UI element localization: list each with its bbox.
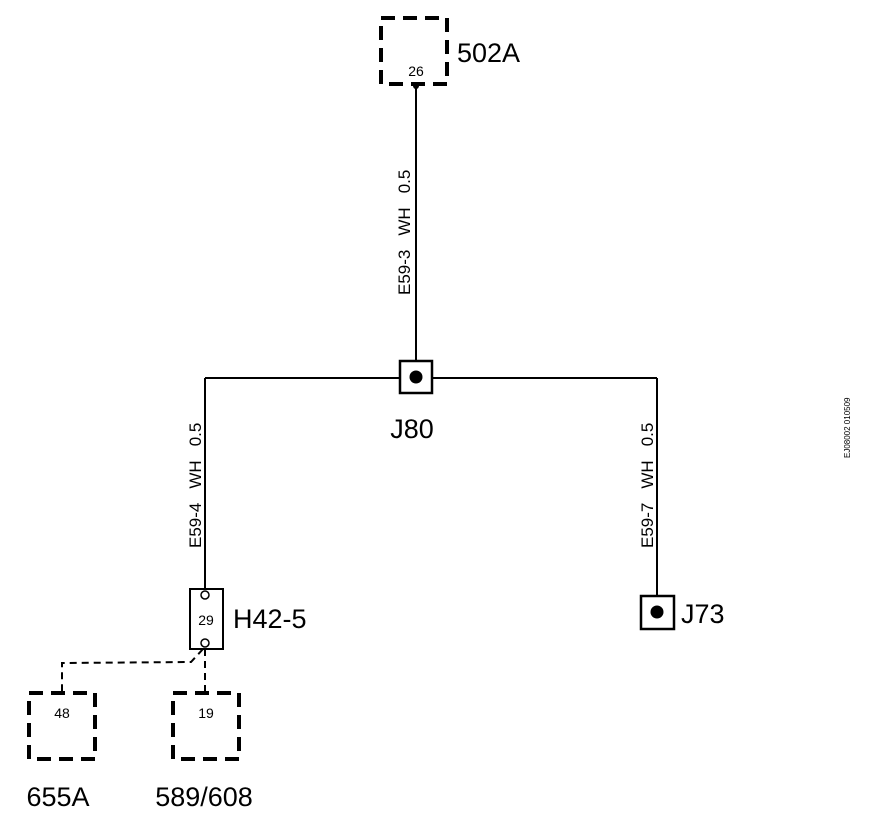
connector-589-608-label: 589/608 <box>155 782 253 812</box>
connector-h42-5-pin-bottom <box>200 638 210 648</box>
splice-j73-dot <box>650 605 664 619</box>
connector-655a-label: 655A <box>26 782 89 812</box>
splice-j80-label: J80 <box>390 414 434 444</box>
connector-655a-box <box>27 691 97 761</box>
connector-h42-5-label: H42-5 <box>233 604 307 634</box>
connector-502a-label: 502A <box>457 38 520 68</box>
splice-j73-box <box>639 594 676 631</box>
figure-code: EJ08002 010509 <box>843 397 852 458</box>
connector-589-608-box <box>171 691 241 761</box>
connector-502a[interactable]: 26 <box>379 16 449 89</box>
connector-589-608-pin: 19 <box>198 705 214 721</box>
splice-j73-label: J73 <box>681 599 725 629</box>
wire-e59-4-label: E59-4WH0.5 <box>186 423 205 548</box>
connector-655a[interactable]: 48 <box>27 691 97 761</box>
wire-e59-7-label: E59-7WH0.5 <box>638 423 657 548</box>
connector-h42-5-pin: 29 <box>198 612 214 628</box>
connector-502a-pin: 26 <box>408 63 424 79</box>
connector-h42-5-pin-top <box>200 590 210 600</box>
splice-j73[interactable] <box>639 594 676 631</box>
connector-h42-5[interactable]: 29 <box>189 588 224 650</box>
wire-e59-3-label: E59-3WH0.5 <box>395 170 414 295</box>
splice-j80-dot <box>409 370 423 384</box>
connector-502a-terminal <box>413 83 419 89</box>
connector-589-608[interactable]: 19 <box>171 691 241 761</box>
splice-j80[interactable] <box>398 359 434 395</box>
connector-655a-pin: 48 <box>54 705 70 721</box>
dashed-wire-655a <box>61 648 204 692</box>
